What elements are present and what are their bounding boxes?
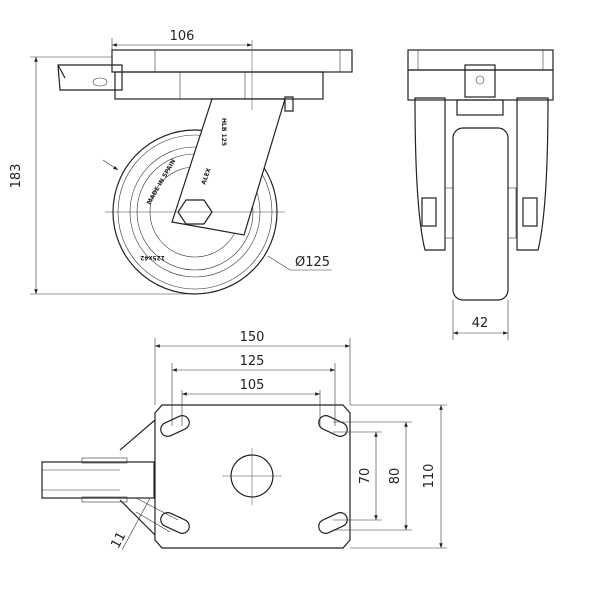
fork: [171, 98, 286, 236]
dim-hole-105: 105: [240, 378, 265, 393]
dim-wheel-diameter: Ø125: [295, 255, 330, 270]
wheel-size-marking: 125x42: [140, 254, 165, 261]
dim-plate-width: 110: [422, 464, 437, 489]
brake-lever: [57, 64, 123, 91]
dim-offset: 106: [170, 29, 195, 44]
mounting-slots: [160, 415, 348, 534]
made-in-marking: MADE IN SPAIN: [146, 158, 178, 206]
dim-hole-80: 80: [388, 468, 403, 485]
dim-slot-width: 11: [108, 530, 129, 552]
swivel-head: [114, 71, 324, 100]
dim-height: 183: [9, 164, 24, 189]
top-plate: [111, 49, 353, 73]
fork-leg-left: [414, 97, 446, 251]
lever-hole: [92, 77, 108, 87]
dim-hole-125: 125: [240, 354, 265, 369]
axle-nut-left: [421, 197, 437, 227]
top-view: 150 125 105 70 80 110 11: [41, 330, 447, 552]
front-top-plate: [407, 49, 554, 71]
fork-code: HLB 125: [220, 118, 227, 146]
dim-plate-length: 150: [240, 330, 265, 345]
side-view: HLB 125 ALEX MADE IN SPAIN 125x42 106 18…: [9, 29, 353, 295]
brake-mechanism: [464, 64, 496, 98]
brake-lever-top: [41, 461, 155, 499]
dim-hole-70: 70: [358, 468, 373, 485]
dim-wheel-width: 42: [472, 316, 489, 331]
axle-nut-right: [522, 197, 538, 227]
mounting-plate: [154, 404, 351, 549]
front-view: 42: [407, 49, 554, 340]
fork-leg-right: [516, 97, 549, 251]
grease-nipple: [284, 96, 294, 112]
front-wheel: [452, 127, 509, 301]
